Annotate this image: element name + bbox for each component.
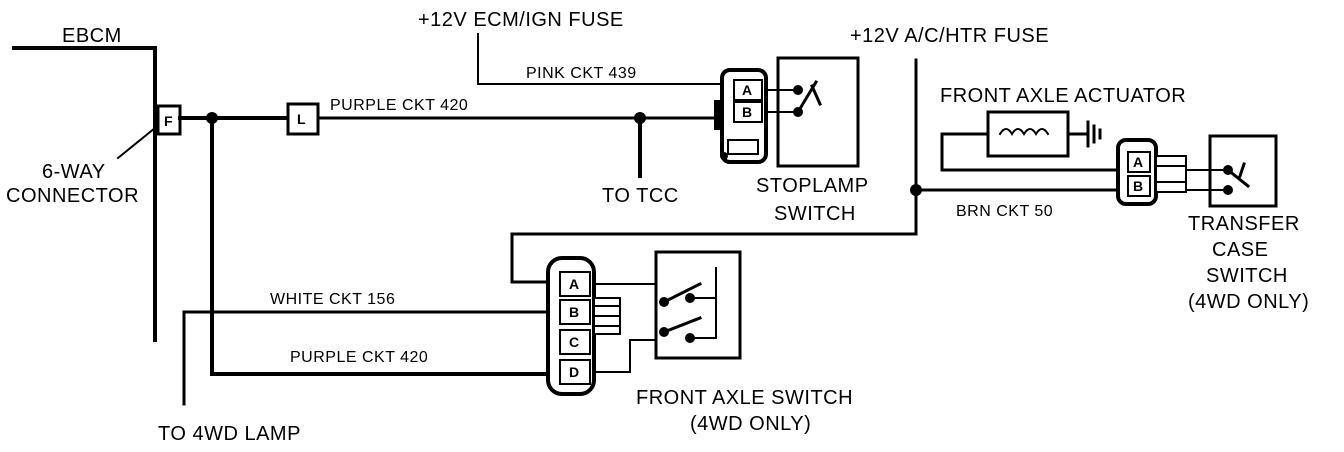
actuator-pin-b: B: [1133, 178, 1143, 194]
purple-ckt-top-label: PURPLE CKT 420: [330, 97, 468, 114]
to-tcc-label: TO TCC: [602, 185, 679, 207]
transfer-label-4: (4WD ONLY): [1188, 291, 1309, 313]
transfer-label-3: SWITCH: [1206, 265, 1288, 287]
front-axle-pin-a: A: [569, 276, 579, 292]
front-axle-switch-box: [654, 250, 742, 360]
pin-f-label: F: [164, 113, 173, 129]
front-axle-switch-label-1: FRONT AXLE SWITCH: [636, 387, 853, 409]
transfer-label-1: TRANSFER: [1188, 213, 1300, 235]
transfer-connector: A B: [1116, 138, 1187, 206]
white-ckt-156: WHITE CKT 156: [182, 291, 550, 406]
white-ckt-label: WHITE CKT 156: [270, 291, 395, 308]
pink-ckt-label: PINK CKT 439: [526, 65, 637, 82]
front-axle-switch: FRONT AXLE SWITCH (4WD ONLY): [636, 250, 853, 435]
front-axle-actuator: FRONT AXLE ACTUATOR: [940, 85, 1186, 172]
stoplamp-pin-b: B: [742, 104, 752, 120]
front-axle-connector: A B C D: [546, 256, 671, 396]
stoplamp-label-2: SWITCH: [774, 203, 856, 225]
connector-label: CONNECTOR: [6, 185, 139, 207]
transfer-label-2: CASE: [1212, 239, 1268, 261]
ac-htr-fuse-line: +12V A/C/HTR FUSE BRN CKT 50: [510, 25, 1120, 284]
ecm-ign-fuse-label: +12V ECM/IGN FUSE: [418, 9, 624, 31]
ebcm-module: EBCM: [12, 25, 157, 342]
ac-htr-fuse-label: +12V A/C/HTR FUSE: [850, 25, 1049, 47]
stoplamp-switch: STOPLAMP SWITCH: [756, 56, 869, 225]
six-way-connector: F 6-WAY CONNECTOR: [6, 104, 182, 207]
six-way-label: 6-WAY: [42, 161, 106, 183]
purple-ckt-420-bottom: PURPLE CKT 420: [210, 116, 550, 376]
stoplamp-pin-a: A: [742, 82, 752, 98]
to-4wd-lamp-label: TO 4WD LAMP: [158, 423, 301, 445]
front-axle-pin-b: B: [569, 304, 579, 320]
actuator-pin-a: A: [1133, 154, 1143, 170]
actuator-box: [986, 110, 1070, 158]
brn-ckt-label: BRN CKT 50: [956, 203, 1053, 220]
front-axle-switch-label-2: (4WD ONLY): [690, 413, 811, 435]
stoplamp-connector: A B: [714, 68, 768, 164]
ebcm-label: EBCM: [62, 25, 122, 47]
stoplamp-label-1: STOPLAMP: [756, 175, 869, 197]
actuator-coil: [998, 128, 1050, 136]
purple-ckt-420-top: L PURPLE CKT 420 TO TCC: [178, 97, 724, 207]
front-axle-pin-c: C: [569, 334, 579, 350]
ecm-ign-fuse-line: +12V ECM/IGN FUSE PINK CKT 439: [418, 9, 729, 85]
transfer-case-switch: TRANSFER CASE SWITCH (4WD ONLY): [1185, 134, 1309, 313]
purple-ckt-bottom-label: PURPLE CKT 420: [290, 349, 428, 366]
front-axle-actuator-label: FRONT AXLE ACTUATOR: [940, 85, 1186, 107]
front-axle-pin-d: D: [569, 364, 579, 380]
pin-l-label: L: [297, 111, 306, 127]
